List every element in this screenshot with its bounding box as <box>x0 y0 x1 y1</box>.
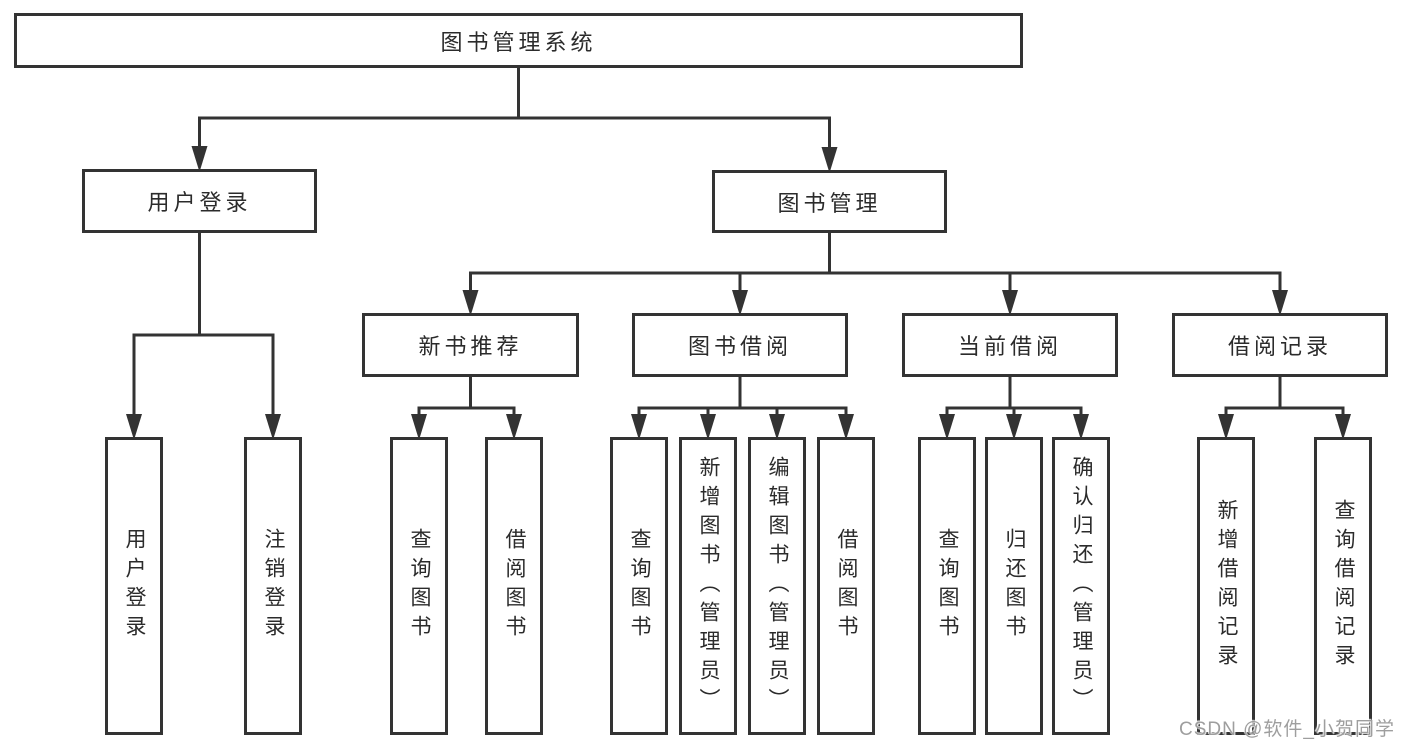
node-label: 新增图书（管理员） <box>697 455 720 717</box>
arrowhead-icon <box>411 414 427 440</box>
node-leaf-logout: 注销登录 <box>244 437 302 735</box>
node-label: 图书管理 <box>777 190 882 216</box>
node-leaf-user-login: 用户登录 <box>105 437 163 735</box>
node-leaf-cb-return: 归还图书 <box>985 437 1043 735</box>
arrowhead-icon <box>631 414 647 440</box>
node-leaf-bb-borrow: 借阅图书 <box>817 437 875 735</box>
arrowhead-icon <box>265 414 281 440</box>
arrowhead-icon <box>821 147 838 173</box>
node-borrow-records: 借阅记录 <box>1172 313 1388 377</box>
node-root: 图书管理系统 <box>14 13 1023 68</box>
node-leaf-cb-query: 查询图书 <box>918 437 976 735</box>
node-label: 用户登录 <box>123 528 146 644</box>
node-current-borrow: 当前借阅 <box>902 313 1118 377</box>
node-label: 借阅图书 <box>835 528 858 644</box>
arrowhead-icon <box>732 290 748 316</box>
node-new-book-rec: 新书推荐 <box>362 313 579 377</box>
node-user-login: 用户登录 <box>82 169 317 233</box>
arrowhead-icon <box>1272 290 1288 316</box>
node-label: 查询图书 <box>408 528 431 644</box>
node-label: 借阅记录 <box>1227 334 1332 359</box>
arrowhead-icon <box>462 290 479 316</box>
arrowhead-icon <box>1073 414 1089 440</box>
node-label: 当前借阅 <box>957 334 1062 359</box>
arrowhead-icon <box>769 414 785 440</box>
node-leaf-cb-confirm: 确认归还（管理员） <box>1052 437 1110 735</box>
node-label: 查询图书 <box>628 528 651 644</box>
node-leaf-bb-query: 查询图书 <box>610 437 668 735</box>
node-label: 查询图书 <box>936 528 959 644</box>
node-label: 查询借阅记录 <box>1332 499 1355 673</box>
node-leaf-nbr-query: 查询图书 <box>390 437 448 735</box>
node-label: 新增借阅记录 <box>1215 499 1238 673</box>
node-leaf-nbr-borrow: 借阅图书 <box>485 437 543 735</box>
arrowhead-icon <box>506 414 522 440</box>
node-leaf-br-query: 查询借阅记录 <box>1314 437 1372 735</box>
arrowhead-icon <box>838 414 854 440</box>
arrowhead-icon <box>1335 414 1351 440</box>
node-leaf-br-add: 新增借阅记录 <box>1197 437 1255 735</box>
node-label: 归还图书 <box>1003 528 1026 644</box>
node-label: 确认归还（管理员） <box>1070 455 1093 717</box>
arrowhead-icon <box>1218 414 1234 440</box>
arrowhead-icon <box>939 414 955 440</box>
node-book-borrow: 图书借阅 <box>632 313 848 377</box>
arrowhead-icon <box>191 146 208 172</box>
arrowhead-icon <box>126 414 142 440</box>
node-label: 图书借阅 <box>687 334 792 359</box>
node-label: 用户登录 <box>147 190 252 215</box>
arrowhead-icon <box>1002 290 1018 316</box>
node-label: 编辑图书（管理员） <box>766 455 789 717</box>
node-label: 新书推荐 <box>418 334 523 359</box>
arrowhead-icon <box>700 414 716 440</box>
node-label: 图书管理系统 <box>440 29 597 55</box>
node-label: 借阅图书 <box>503 528 526 644</box>
watermark: CSDN @软件_小贺同学 <box>1179 719 1395 740</box>
node-book-mgmt: 图书管理 <box>712 170 947 233</box>
node-leaf-bb-edit: 编辑图书（管理员） <box>748 437 806 735</box>
node-label: 注销登录 <box>262 528 285 644</box>
arrowhead-icon <box>1006 414 1022 440</box>
node-leaf-bb-add: 新增图书（管理员） <box>679 437 737 735</box>
